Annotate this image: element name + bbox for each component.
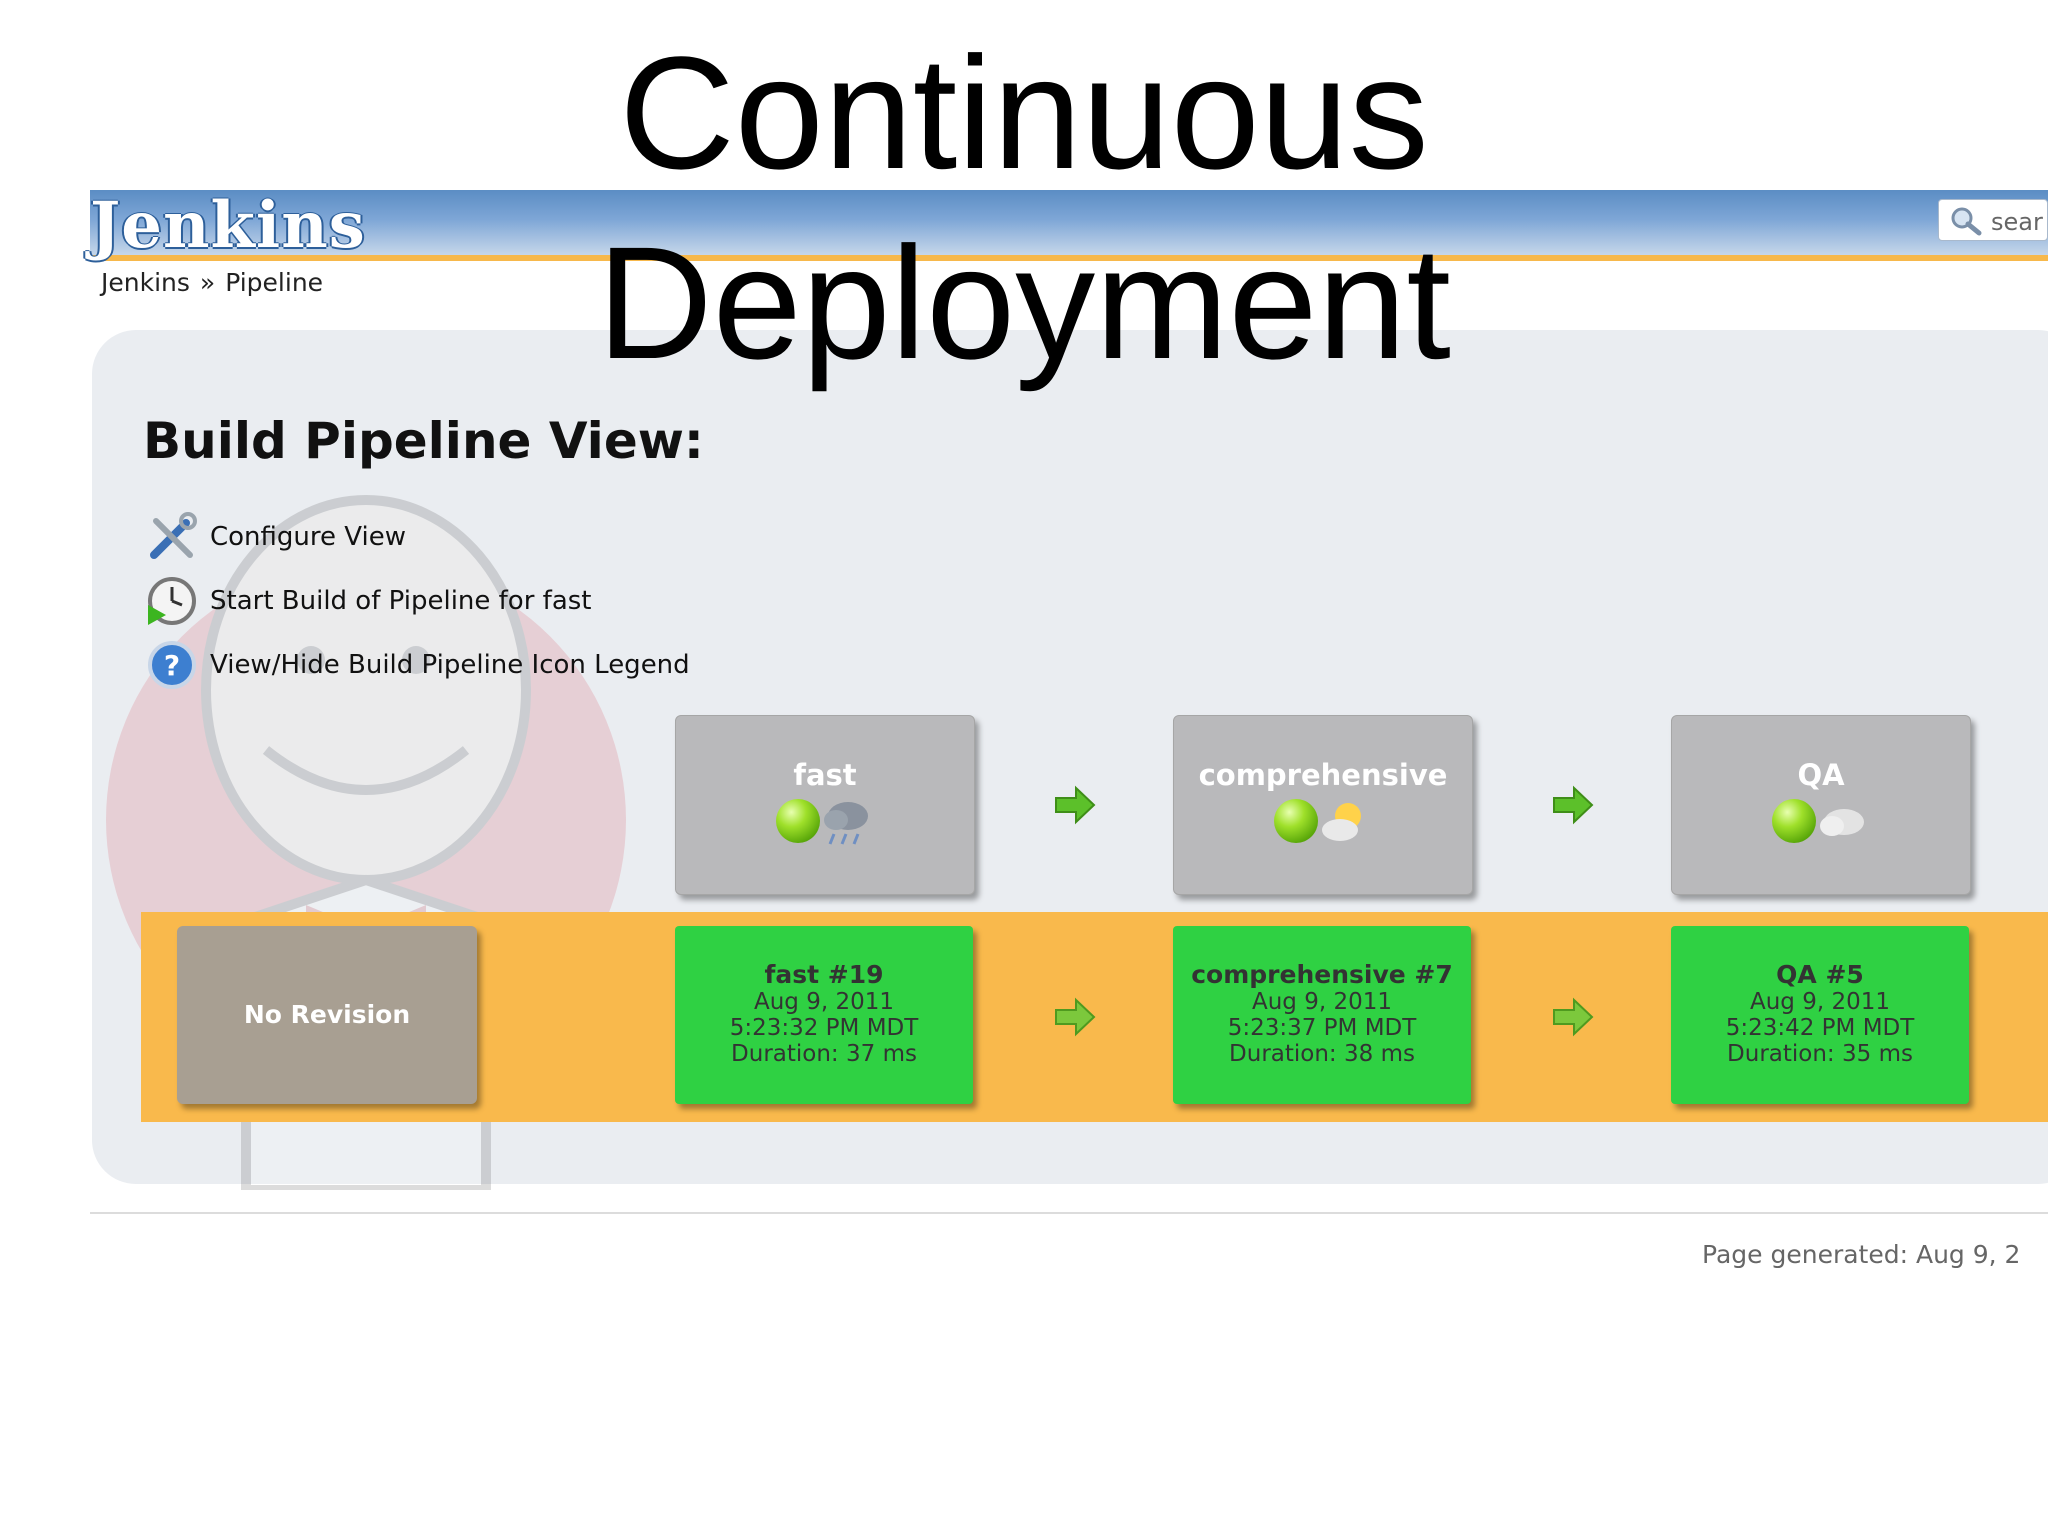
arrow-right-icon (1553, 997, 1594, 1037)
success-ball-icon (1274, 799, 1318, 843)
job-name: comprehensive (1198, 758, 1448, 792)
build-clock-icon (148, 577, 196, 625)
rain-cloud-icon (824, 802, 868, 845)
success-ball-icon (1772, 799, 1816, 843)
slide-title: Continuous Deployment (0, 18, 2048, 398)
build-name: comprehensive #7 (1191, 960, 1453, 989)
start-build-label: Start Build of Pipeline for fast (210, 586, 592, 616)
revision-box: No Revision (177, 926, 477, 1104)
job-header-comprehensive[interactable]: comprehensive (1173, 715, 1473, 895)
build-name: QA #5 (1776, 960, 1864, 989)
breadcrumb-item-pipeline[interactable]: Pipeline (225, 268, 324, 297)
svg-text:?: ? (164, 649, 180, 682)
page-generated-text: Page generated: Aug 9, 2 (1702, 1240, 2021, 1269)
jenkins-logo[interactable]: Jenkins (90, 188, 366, 263)
slide-title-line2: Deployment (597, 213, 1451, 392)
partly-sunny-icon (1322, 803, 1361, 841)
help-icon: ? (148, 641, 196, 689)
cloud-icon (1820, 809, 1864, 836)
job-name: fast (793, 758, 857, 792)
start-build-link[interactable]: Start Build of Pipeline for fast (146, 574, 592, 628)
page-title: Build Pipeline View: (143, 412, 704, 470)
job-header-fast[interactable]: fast (675, 715, 975, 895)
job-header-qa[interactable]: QA (1671, 715, 1971, 895)
build-time: 5:23:32 PM MDT (729, 1015, 919, 1041)
icon-legend-label: View/Hide Build Pipeline Icon Legend (210, 650, 690, 680)
breadcrumb-item-jenkins[interactable]: Jenkins (101, 268, 190, 297)
slide-title-line1: Continuous (619, 23, 1429, 202)
job-name: QA (1797, 758, 1845, 792)
jenkins-header: Jenkins sear (90, 188, 2048, 263)
configure-icon (150, 512, 197, 559)
build-date: Aug 9, 2011 (1749, 989, 1890, 1015)
build-box-fast[interactable]: fast #19 Aug 9, 2011 5:23:32 PM MDT Dura… (675, 926, 973, 1104)
footer-divider (90, 1212, 2048, 1214)
success-ball-icon (776, 799, 820, 843)
configure-view-link[interactable]: Configure View (146, 510, 406, 564)
revision-label: No Revision (243, 1000, 411, 1029)
search-box[interactable]: sear (1938, 199, 2048, 241)
build-duration: Duration: 35 ms (1727, 1041, 1913, 1067)
breadcrumb: Jenkins » Pipeline (101, 268, 323, 297)
build-duration: Duration: 38 ms (1229, 1041, 1415, 1067)
icon-legend-link[interactable]: ? View/Hide Build Pipeline Icon Legend (146, 638, 690, 692)
build-date: Aug 9, 2011 (1251, 989, 1392, 1015)
arrow-right-icon (1055, 785, 1096, 825)
breadcrumb-separator: » (199, 268, 216, 297)
build-duration: Duration: 37 ms (731, 1041, 917, 1067)
build-time: 5:23:42 PM MDT (1725, 1015, 1915, 1041)
build-name: fast #19 (764, 960, 884, 989)
build-date: Aug 9, 2011 (753, 989, 894, 1015)
build-box-comprehensive[interactable]: comprehensive #7 Aug 9, 2011 5:23:37 PM … (1173, 926, 1471, 1104)
search-input[interactable]: sear (1991, 208, 2043, 236)
arrow-right-icon (1553, 785, 1594, 825)
configure-view-label: Configure View (210, 522, 406, 552)
build-box-qa[interactable]: QA #5 Aug 9, 2011 5:23:42 PM MDT Duratio… (1671, 926, 1969, 1104)
build-time: 5:23:37 PM MDT (1227, 1015, 1417, 1041)
search-icon (1951, 207, 1982, 236)
arrow-right-icon (1055, 997, 1096, 1037)
